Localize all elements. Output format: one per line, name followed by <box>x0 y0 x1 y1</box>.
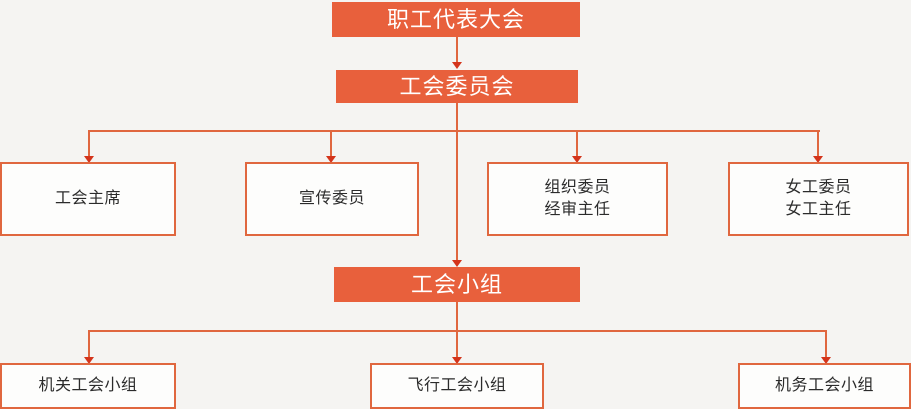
node-label: 飞行工会小组 <box>407 377 507 395</box>
arrowhead-to-admin-union-group <box>84 357 94 364</box>
arrowhead-to-flight-union-group <box>452 357 462 364</box>
edge-union-committee-to-union-group <box>456 130 458 262</box>
edge-to-women-workers-member <box>817 130 819 157</box>
node-union-group[interactable]: 工会小组 <box>334 267 580 302</box>
arrowhead-to-union-group <box>452 260 462 267</box>
node-label-secondary: 经审主任 <box>544 201 611 218</box>
edge-to-maintenance-union-group <box>825 330 827 358</box>
arrowhead-to-union-committee <box>452 62 462 69</box>
node-staff-congress[interactable]: 职工代表大会 <box>332 2 580 37</box>
node-women-workers-member[interactable]: 女工委员 女工主任 <box>728 162 909 236</box>
node-label: 机关工会小组 <box>38 377 138 395</box>
arrowhead-to-union-chairman <box>84 156 94 163</box>
node-label: 工会小组 <box>410 271 503 297</box>
arrowhead-to-organization-member <box>572 156 582 163</box>
node-publicity-member[interactable]: 宣传委员 <box>245 162 419 236</box>
edge-to-union-chairman <box>88 130 90 157</box>
arrowhead-to-women-workers-member <box>813 156 823 163</box>
edge-to-flight-union-group <box>456 330 458 358</box>
node-label: 机务工会小组 <box>774 377 874 395</box>
node-union-chairman[interactable]: 工会主席 <box>0 162 176 236</box>
edge-level3-bus <box>88 130 820 132</box>
edge-to-admin-union-group <box>88 330 90 358</box>
node-label: 工会主席 <box>54 190 121 208</box>
edge-union-group-stem <box>456 302 458 332</box>
arrowhead-to-publicity-member <box>326 156 336 163</box>
edge-staff-congress-to-union-committee <box>456 37 458 63</box>
node-union-committee[interactable]: 工会委员会 <box>336 70 578 103</box>
node-label: 宣传委员 <box>298 190 365 208</box>
node-maintenance-union-group[interactable]: 机务工会小组 <box>738 363 911 409</box>
node-label: 职工代表大会 <box>386 6 525 32</box>
node-label: 组织委员 <box>544 179 611 197</box>
node-flight-union-group[interactable]: 飞行工会小组 <box>370 363 544 409</box>
node-organization-member[interactable]: 组织委员 经审主任 <box>487 162 668 236</box>
arrowhead-to-maintenance-union-group <box>821 357 831 364</box>
node-label: 工会委员会 <box>399 73 515 99</box>
edge-union-committee-stem <box>456 103 458 131</box>
node-admin-union-group[interactable]: 机关工会小组 <box>0 363 176 409</box>
node-label: 女工委员 <box>785 179 852 197</box>
edge-to-publicity-member <box>330 130 332 157</box>
node-label-secondary: 女工主任 <box>785 201 852 218</box>
edge-to-organization-member <box>576 130 578 157</box>
